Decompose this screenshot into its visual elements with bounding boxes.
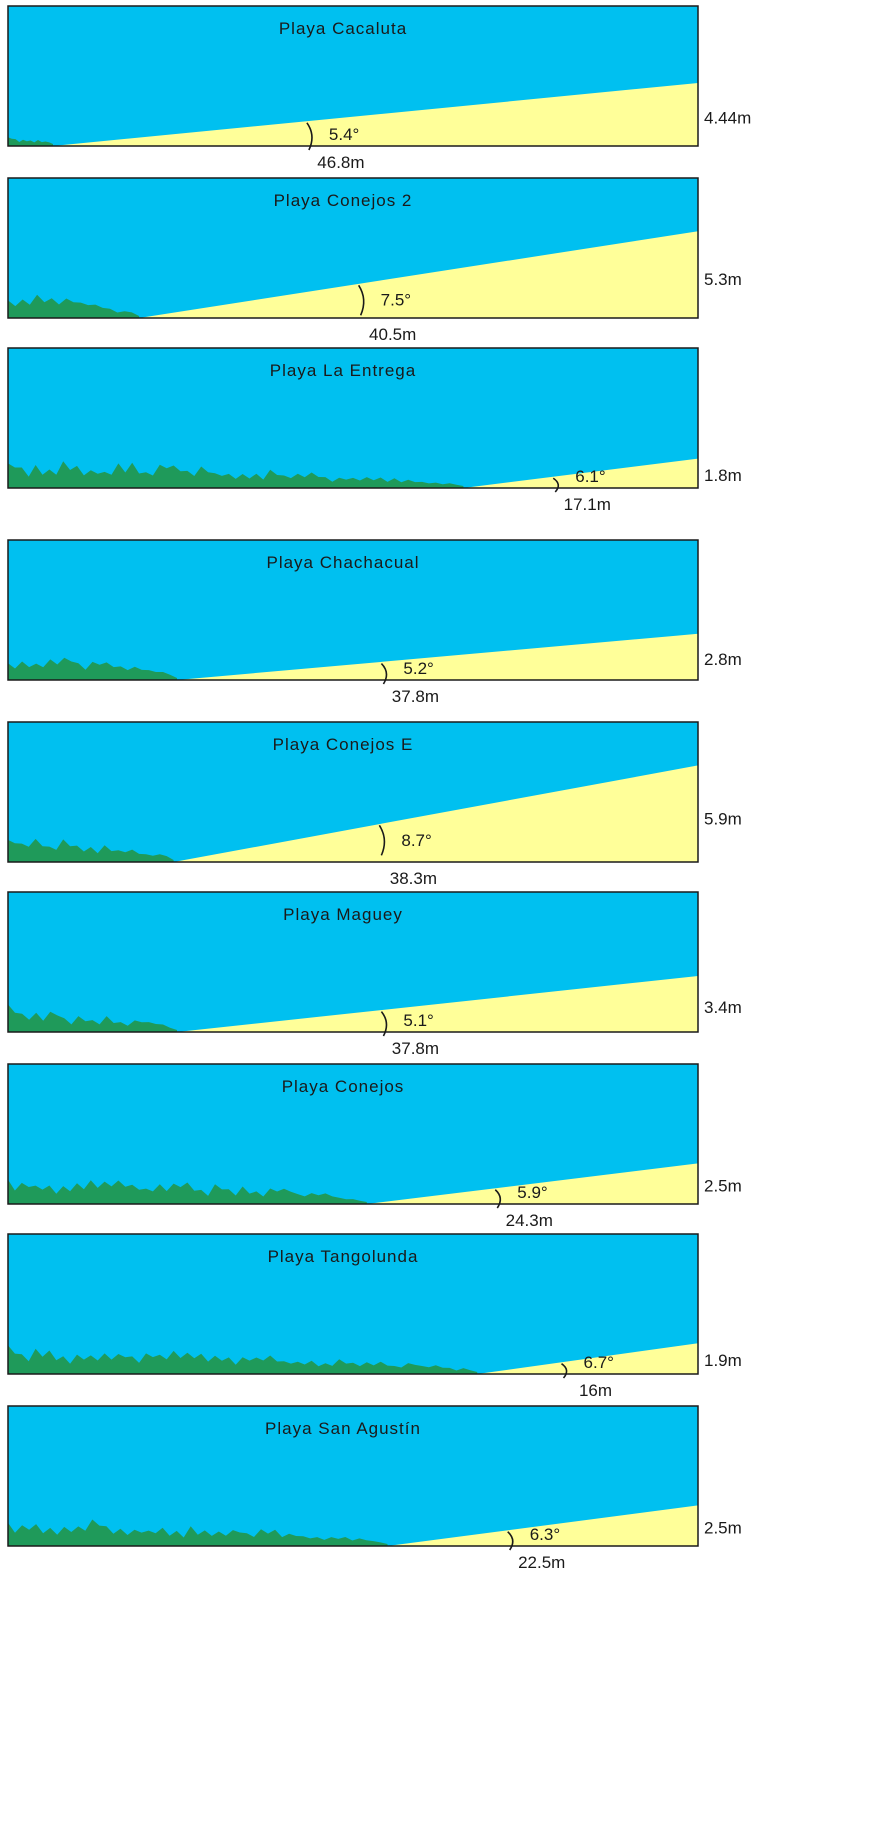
sand-slope — [173, 765, 699, 862]
panel-frame — [7, 5, 699, 147]
vegetation — [8, 294, 140, 318]
sand-slope — [477, 1343, 698, 1374]
beach-height-label: 1.8m — [704, 466, 742, 485]
slope-angle-label: 5.9° — [517, 1183, 547, 1202]
beach-length-label: 24.3m — [506, 1211, 553, 1230]
water-area — [8, 1234, 698, 1374]
angle-arc — [380, 662, 388, 685]
sand-slope — [463, 458, 698, 488]
angle-arc — [507, 1531, 514, 1551]
beach-height-label: 2.5m — [704, 1177, 742, 1196]
slope-angle-label: 5.2° — [403, 659, 433, 678]
sand-slope — [177, 976, 699, 1032]
panel-frame — [7, 1405, 699, 1547]
vegetation — [8, 657, 177, 680]
slope-angle-label: 8.7° — [401, 831, 431, 850]
beach-title: Playa Chachacual — [266, 553, 419, 572]
vegetation — [8, 137, 53, 146]
beach-title: Playa Conejos — [282, 1077, 405, 1096]
beach-title: Playa Maguey — [283, 905, 403, 924]
sand-slope — [387, 1505, 698, 1546]
beach-title: Playa Tangolunda — [268, 1247, 419, 1266]
beach-panel: Playa Chachacual 5.2° 37.8m 2.8m — [7, 539, 742, 706]
beach-length-label: 37.8m — [392, 687, 439, 706]
beach-height-label: 2.8m — [704, 650, 742, 669]
angle-arc — [357, 284, 365, 316]
beach-length-label: 16m — [579, 1381, 612, 1400]
beach-height-label: 2.5m — [704, 1519, 742, 1538]
angle-arc — [306, 122, 313, 151]
beach-height-label: 1.9m — [704, 1351, 742, 1370]
panel-frame — [7, 1063, 699, 1205]
beach-panel: Playa Conejos 2 7.5° 40.5m 5.3m — [7, 177, 742, 344]
beach-title: Playa Conejos 2 — [274, 191, 413, 210]
angle-arc — [378, 824, 386, 856]
slope-angle-label: 6.7° — [584, 1353, 614, 1372]
beach-panel: Playa Conejos E 8.7° 38.3m 5.9m — [7, 721, 742, 888]
vegetation — [8, 1519, 388, 1546]
beach-length-label: 22.5m — [518, 1553, 565, 1572]
angle-arc — [494, 1189, 502, 1209]
sand-slope — [52, 83, 699, 146]
vegetation — [8, 1179, 367, 1204]
beach-panel: Playa Cacaluta 5.4° 46.8m 4.44m — [7, 5, 751, 172]
beach-panel: Playa La Entrega 6.1° 17.1m 1.8m — [7, 347, 742, 514]
panel-frame — [7, 721, 699, 863]
slope-angle-label: 6.1° — [575, 467, 605, 486]
panel-frame — [7, 1233, 699, 1375]
beach-panel: Playa Tangolunda 6.7° 16m 1.9m — [7, 1233, 742, 1400]
panel-frame — [7, 539, 699, 681]
panel-frame — [7, 347, 699, 489]
sand-slope — [177, 633, 699, 680]
beach-panel: Playa Maguey 5.1° 37.8m 3.4m — [7, 891, 742, 1058]
beach-height-label: 5.3m — [704, 270, 742, 289]
slope-angle-label: 5.1° — [403, 1011, 433, 1030]
angle-arc — [380, 1011, 388, 1037]
panel-frame — [7, 891, 699, 1033]
vegetation — [8, 1004, 177, 1032]
beach-length-label: 37.8m — [392, 1039, 439, 1058]
slope-angle-label: 5.4° — [329, 125, 359, 144]
beach-title: Playa La Entrega — [270, 361, 416, 380]
slope-angle-label: 6.3° — [530, 1525, 560, 1544]
beach-panel: Playa San Agustín 6.3° 22.5m 2.5m — [7, 1405, 742, 1572]
beach-length-label: 46.8m — [317, 153, 364, 172]
beach-length-label: 17.1m — [564, 495, 611, 514]
beach-title: Playa San Agustín — [265, 1419, 421, 1438]
beach-height-label: 4.44m — [704, 109, 751, 128]
vegetation — [8, 461, 464, 488]
vegetation — [8, 838, 174, 862]
angle-arc — [552, 477, 560, 493]
beach-height-label: 3.4m — [704, 998, 742, 1017]
vegetation — [8, 1345, 478, 1374]
beach-title: Playa Cacaluta — [279, 19, 407, 38]
sand-slope — [366, 1163, 698, 1204]
beach-panel: Playa Conejos 5.9° 24.3m 2.5m — [7, 1063, 742, 1230]
water-area — [8, 348, 698, 488]
beach-title: Playa Conejos E — [273, 735, 414, 754]
angle-arc — [561, 1363, 568, 1379]
sand-slope — [139, 231, 699, 318]
beach-length-label: 40.5m — [369, 325, 416, 344]
beach-height-label: 5.9m — [704, 810, 742, 829]
panel-frame — [7, 177, 699, 319]
beach-length-label: 38.3m — [390, 869, 437, 888]
slope-angle-label: 7.5° — [381, 291, 411, 310]
